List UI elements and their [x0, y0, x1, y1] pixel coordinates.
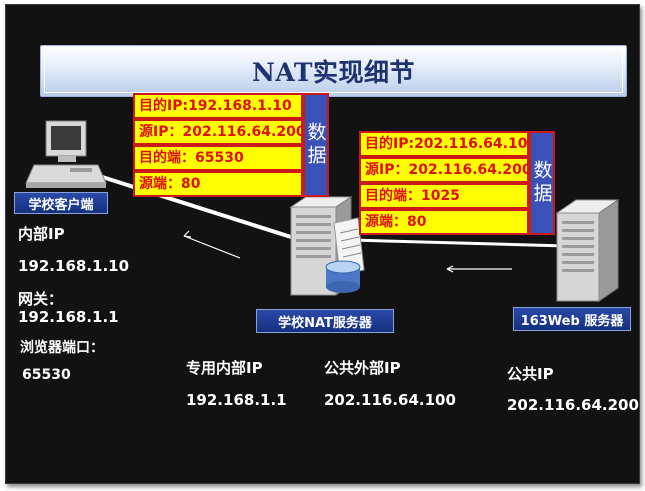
client-internal-ip-label: 内部IP: [18, 225, 65, 243]
packet-right-dest-port: 目的端：1025: [359, 183, 529, 209]
packet-right-src-port: 源端：80: [359, 209, 529, 235]
web-public-ip: 202.116.64.200: [507, 396, 639, 414]
link-client-nat: [95, 173, 292, 239]
client-browser-port-label: 浏览器端口：: [20, 340, 104, 356]
client-gateway-label: 网关：: [18, 290, 64, 308]
link-nat-web: [350, 238, 567, 248]
packet-right-dest-ip: 目的IP:202.116.64.100: [359, 131, 529, 157]
client-browser-port: 65530: [22, 367, 71, 383]
client-label: 学校客户端: [14, 192, 108, 214]
packet-left-src-ip: 源IP：202.116.64.200: [133, 119, 303, 145]
nat-server-icon: [289, 196, 365, 296]
packet-right-src-ip: 源IP：202.116.64.200: [359, 157, 529, 183]
diagram-title: NAT实现细节: [252, 58, 415, 87]
nat-server-label: 学校NAT服务器: [256, 309, 394, 333]
slide: NAT实现细节: [5, 4, 640, 484]
web-server-label: 163Web 服务器: [513, 307, 631, 331]
packet-left-src-port: 源端：80: [133, 171, 303, 197]
client-gateway: 192.168.1.1: [18, 308, 119, 326]
packet-left: 目的IP:192.168.1.10 源IP：202.116.64.200 目的端…: [133, 93, 329, 197]
web-server-icon: [555, 199, 620, 302]
packet-right-data: 数据: [529, 131, 555, 235]
arrow-toward-nat: [446, 265, 512, 273]
packet-left-dest-port: 目的端：65530: [133, 145, 303, 171]
packet-left-dest-ip: 目的IP:192.168.1.10: [133, 93, 303, 119]
network-art: [25, 120, 620, 302]
nat-public-label: 公共外部IP: [324, 359, 401, 377]
arrow-toward-client: [183, 230, 241, 259]
nat-private-label: 专用内部IP: [186, 359, 263, 377]
packet-right: 目的IP:202.116.64.100 源IP：202.116.64.200 目…: [359, 131, 555, 235]
nat-public-ip: 202.116.64.100: [324, 391, 456, 409]
nat-private-ip: 192.168.1.1: [186, 391, 287, 409]
packet-left-data: 数据: [303, 93, 329, 197]
web-public-label: 公共IP: [507, 365, 554, 383]
client-internal-ip: 192.168.1.10: [18, 257, 130, 275]
client-computer-icon: [25, 120, 107, 188]
